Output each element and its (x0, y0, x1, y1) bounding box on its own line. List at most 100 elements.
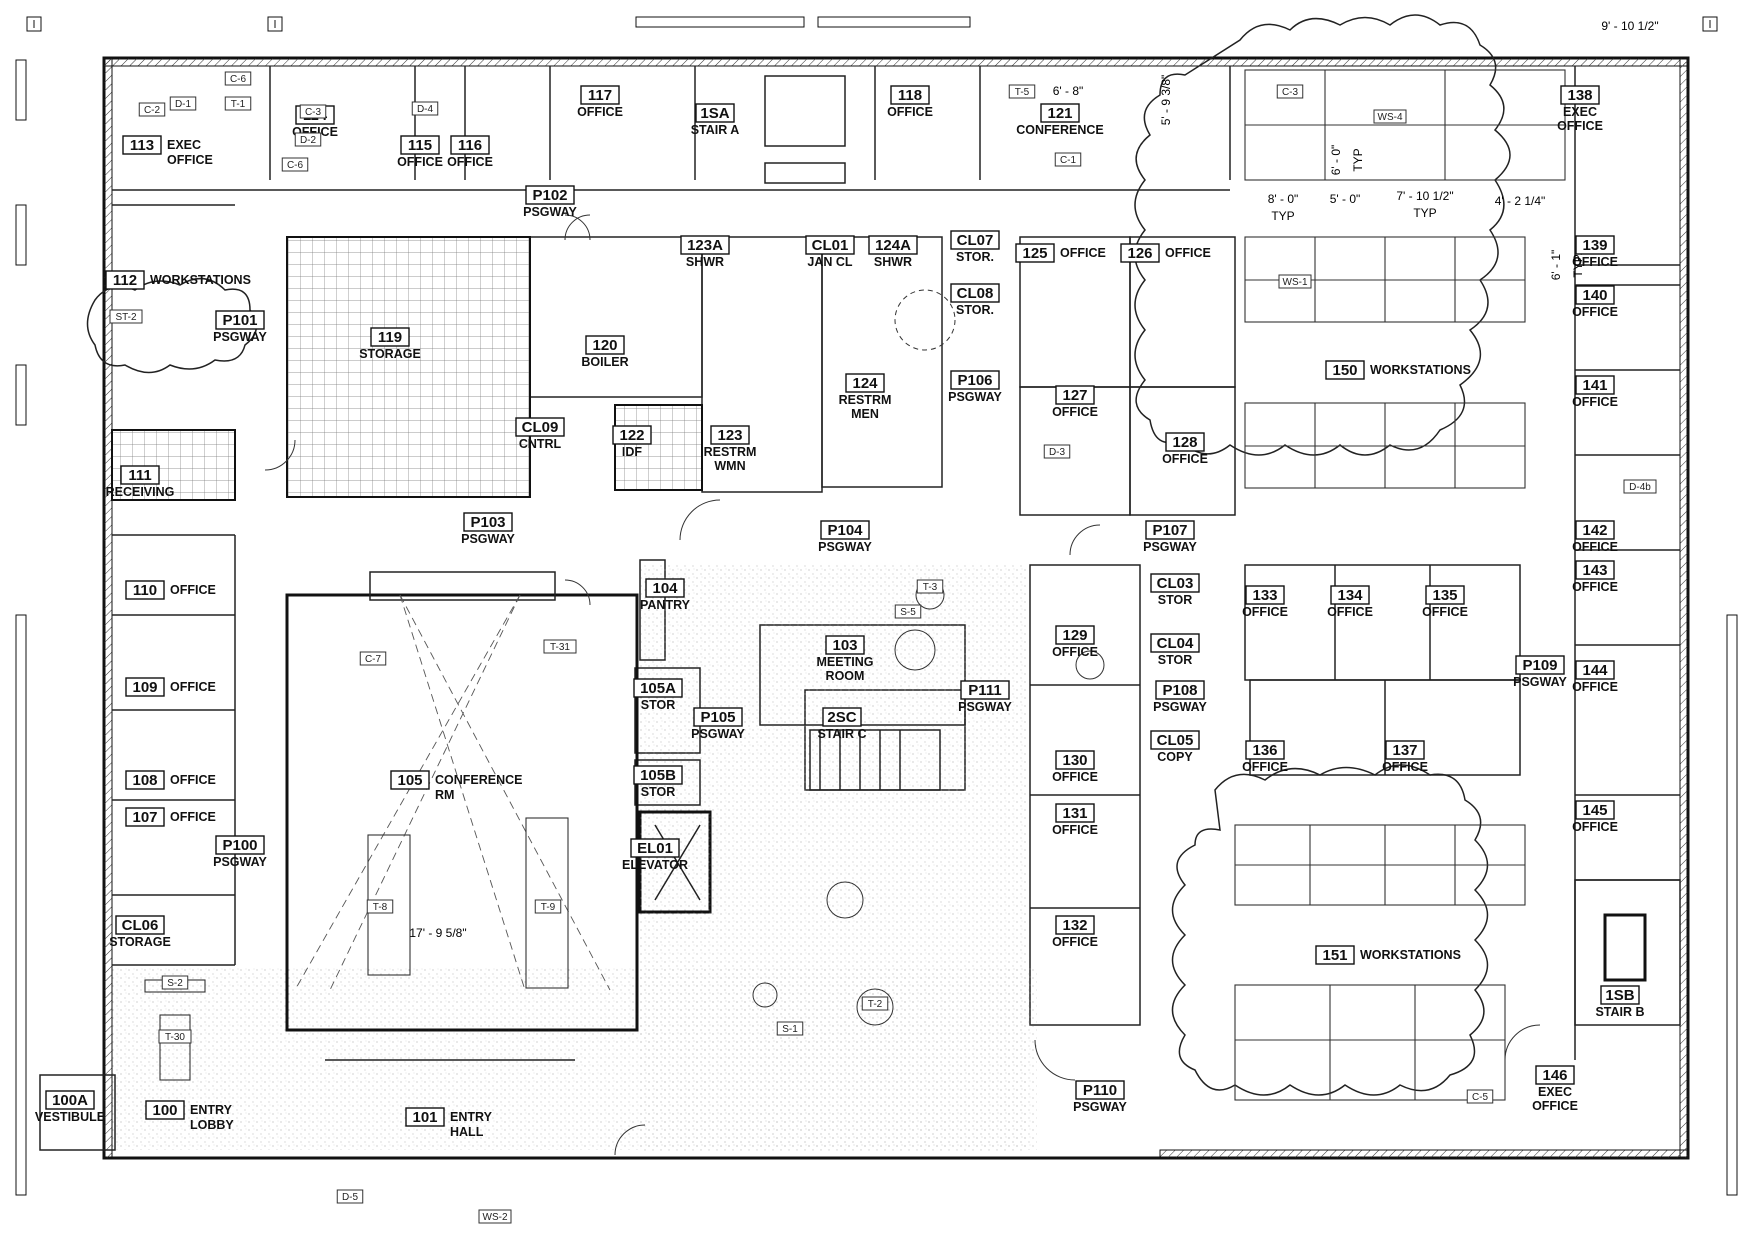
room-name: OFFICE (1327, 605, 1373, 619)
dimension-label: TYP (1271, 209, 1294, 223)
room-name: PANTRY (640, 598, 691, 612)
room-number: 136 (1252, 742, 1277, 759)
room-number: 126 (1127, 245, 1152, 262)
room-name: OFFICE (1532, 1099, 1578, 1113)
room-name: CONFERENCE (435, 773, 523, 787)
room-name: OFFICE (167, 153, 213, 167)
room-number: 115 (408, 137, 432, 154)
dimension-label: 6' - 8" (1053, 84, 1084, 98)
room-name: OFFICE (447, 155, 493, 169)
furniture-tag: D-4b (1623, 479, 1657, 494)
dimension-label: 9' - 10 1/2" (1601, 19, 1658, 33)
room-name: HALL (450, 1125, 484, 1139)
room-name: OFFICE (1572, 580, 1618, 594)
furniture-code: WS-4 (1378, 112, 1403, 123)
room-number: P105 (700, 709, 735, 726)
room-tags: 113EXECOFFICE114OFFICE115OFFICE116OFFICE… (35, 85, 1645, 1139)
furniture-tag: D-3 (1043, 444, 1071, 459)
room-number: 143 (1582, 562, 1607, 579)
room-name: OFFICE (1052, 823, 1098, 837)
furniture-tag: C-5 (1466, 1089, 1494, 1104)
room-number: P108 (1162, 682, 1197, 699)
room-number: 105 (397, 772, 422, 789)
room-name: STORAGE (359, 347, 421, 361)
room-name: PSGWAY (948, 390, 1002, 404)
furniture-code: D-4 (417, 104, 434, 115)
room-number: P104 (827, 522, 863, 539)
room-name: JAN CL (807, 255, 853, 269)
furniture-code: T-9 (541, 902, 556, 913)
room-name: STAIR B (1595, 1005, 1644, 1019)
room-name: STOR (1158, 653, 1193, 667)
room-name: OFFICE (170, 773, 216, 787)
furniture-tag: C-6 (281, 157, 309, 172)
furniture-tag: WS-2 (478, 1209, 512, 1224)
table-t9 (525, 817, 569, 989)
dimension-label: 5' - 9 3/8" (1159, 75, 1173, 126)
room-name: WORKSTATIONS (1370, 363, 1471, 377)
room-name: VESTIBULE (35, 1110, 105, 1124)
furniture-tag: T-1 (224, 96, 252, 111)
room-name: STOR (1158, 593, 1193, 607)
room-name: OFFICE (1052, 935, 1098, 949)
furniture-tag: T-9 (534, 899, 562, 914)
room-number: P109 (1522, 657, 1557, 674)
room-number: P106 (957, 372, 992, 389)
furniture-tag: C-7 (359, 651, 387, 666)
room-number: 133 (1252, 587, 1277, 604)
furniture-code: T-5 (1015, 87, 1030, 98)
room-number: 105A (640, 680, 676, 697)
room-name: COPY (1157, 750, 1193, 764)
room-name: RESTRM (839, 393, 892, 407)
furniture-code: C-6 (287, 160, 304, 171)
room-number: 113 (130, 137, 154, 154)
exterior-walls (102, 56, 1690, 1160)
room-name: RECEIVING (106, 485, 175, 499)
furniture-code: D-2 (300, 135, 317, 146)
furniture-code: T-31 (550, 642, 570, 653)
room-number: 135 (1432, 587, 1457, 604)
room-name: OFFICE (170, 680, 216, 694)
room-number: 140 (1582, 287, 1607, 304)
room-name: ELEVATOR (622, 858, 688, 872)
furniture-code: C-2 (144, 105, 161, 116)
dimension-label: 5' - 0" (1330, 192, 1361, 206)
room-number: 150 (1332, 362, 1357, 379)
room-number: 138 (1567, 87, 1592, 104)
room-number: 117 (588, 87, 612, 104)
room-number: P103 (470, 514, 505, 531)
workstation-grid-151 (1234, 824, 1526, 1101)
furniture-code: T-3 (923, 582, 938, 593)
room-number: 109 (132, 679, 157, 696)
dimension-label: 4' - 2 1/4" (1495, 194, 1546, 208)
furniture-code: T-8 (373, 902, 388, 913)
dimension-labels: 9' - 10 1/2"6' - 8"5' - 9 3/8"6' - 0"TYP… (409, 19, 1658, 940)
room-name: STOR (641, 698, 676, 712)
furniture-code: D-1 (175, 99, 192, 110)
